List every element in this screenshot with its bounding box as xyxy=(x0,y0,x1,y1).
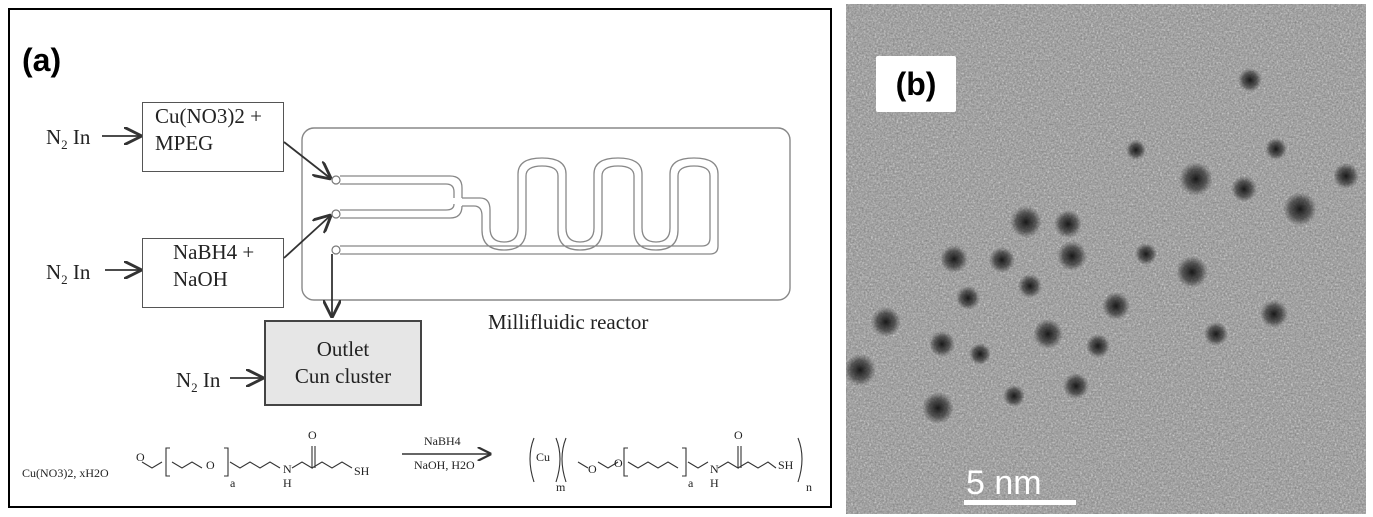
schematic-drawing xyxy=(102,10,803,483)
reactor-chip xyxy=(301,127,791,301)
outlet-line2: Cun cluster xyxy=(294,364,392,388)
scale-bar xyxy=(964,500,1076,505)
mpeg-thiol-structure xyxy=(141,446,353,477)
outlet-box: Outlet Cun cluster xyxy=(264,320,422,406)
thiol-sh-label: SH xyxy=(354,464,370,478)
outlet-line1: Outlet xyxy=(316,337,370,361)
panel-b-label-box: (b) xyxy=(876,56,956,112)
nabh4-naoh-box: NaBH4 + NaOH xyxy=(142,238,284,308)
subscript-a-right: a xyxy=(688,476,694,490)
product-structure xyxy=(529,437,803,483)
copper-mpeg-line2: MPEG xyxy=(155,131,214,155)
subscript-m: m xyxy=(556,480,566,494)
carbonyl-o-label: O xyxy=(308,428,317,442)
n2-inlet-label-1: N2 In xyxy=(46,125,91,153)
reagent-bottom-label: NaOH, H2O xyxy=(414,458,475,472)
product-n-label: N xyxy=(710,462,719,476)
product-cu-label: Cu xyxy=(536,450,551,464)
nabh4-line2: NaOH xyxy=(173,267,228,291)
methoxy-o-label: O xyxy=(136,450,145,464)
panel-b-tem-image: (b) 5 nm xyxy=(846,4,1366,514)
feed-arrow-2 xyxy=(283,216,330,259)
n2-inlet-label-2: N2 In xyxy=(46,260,91,288)
copper-salt-label: Cu(NO3)2, xH2O xyxy=(22,466,109,480)
product-h-label: H xyxy=(710,476,719,490)
reactor-label: Millifluidic reactor xyxy=(488,310,649,334)
subscript-a-left: a xyxy=(230,476,236,490)
cu-nanoclusters xyxy=(846,68,1359,424)
panel-b-label: (b) xyxy=(895,65,937,102)
product-sh-label: SH xyxy=(778,458,794,472)
feed-arrow-1 xyxy=(283,141,330,178)
copper-mpeg-line1: Cu(NO3)2 + xyxy=(155,104,262,128)
product-o-label-1: O xyxy=(588,462,597,476)
product-o-label-2: O xyxy=(614,456,623,470)
copper-mpeg-box: Cu(NO3)2 + MPEG xyxy=(142,102,284,172)
amide-n-label: N xyxy=(283,462,292,476)
panel-a-schematic: (a) N2 In N2 In N2 In Cu(NO3)2 + MPEG Na… xyxy=(8,8,832,508)
serpentine-channel xyxy=(340,157,719,255)
panel-a-label: (a) xyxy=(22,42,62,78)
scale-bar-label: 5 nm xyxy=(966,464,1042,502)
nabh4-line1: NaBH4 + xyxy=(173,240,255,264)
amide-h-label: H xyxy=(283,476,292,490)
ether-o-label: O xyxy=(206,458,215,472)
n2-inlet-label-3: N2 In xyxy=(176,368,221,396)
product-carbonyl-o: O xyxy=(734,428,743,442)
subscript-n: n xyxy=(806,480,812,494)
reagent-top-label: NaBH4 xyxy=(424,434,461,448)
